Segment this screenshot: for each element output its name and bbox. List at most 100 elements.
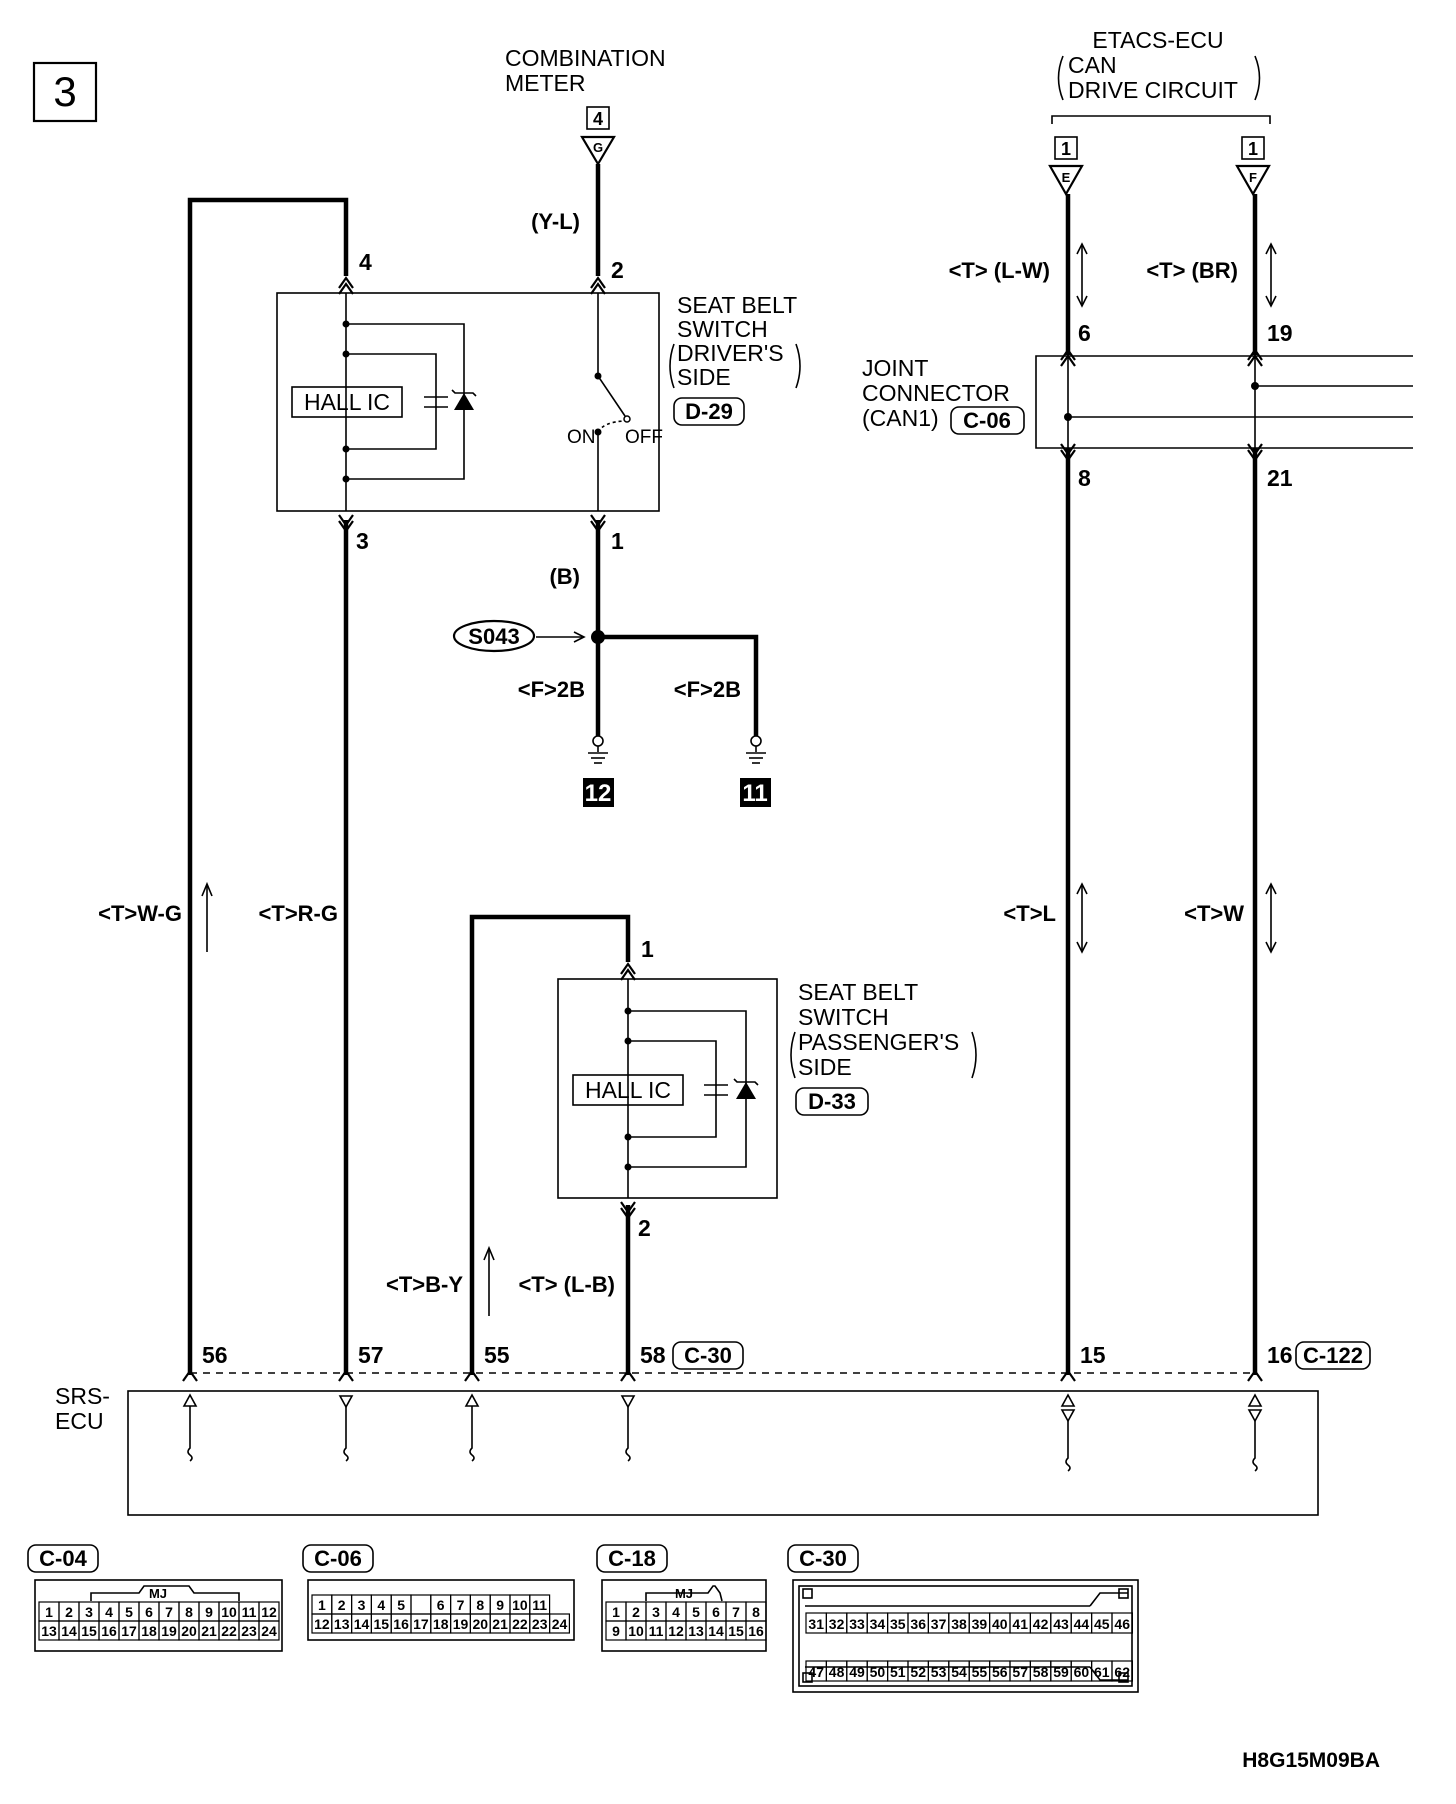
connector-pin-number: 6 bbox=[712, 1604, 720, 1620]
connector-pin-number: 38 bbox=[951, 1616, 967, 1632]
connector-pin-number: 5 bbox=[125, 1604, 133, 1620]
connector-pin-number: 7 bbox=[457, 1597, 465, 1613]
etacs-title-3: DRIVE CIRCUIT bbox=[1068, 77, 1238, 103]
connector-terminal-icon bbox=[580, 135, 616, 167]
connector-pin-number: 47 bbox=[808, 1664, 824, 1680]
etacs-title-2: CAN bbox=[1068, 52, 1117, 78]
connector-terminal-e-icon bbox=[1048, 164, 1084, 197]
wire-l-w: <T> (L-W) bbox=[949, 258, 1050, 283]
paren-right-icon bbox=[971, 1031, 977, 1079]
combination-meter: COMBINATION METER 4 G (Y-L) bbox=[505, 45, 666, 234]
ground-circuit: (B) S043 <F>2B <F>2B 12 11 bbox=[452, 564, 771, 807]
connector-pin-number: 1 bbox=[45, 1604, 53, 1620]
connector-pin-number: 17 bbox=[121, 1623, 137, 1639]
capacitor-icon bbox=[424, 396, 448, 408]
srs-connector-c30: C-30 bbox=[684, 1343, 732, 1368]
joint-connector-name-3: (CAN1) bbox=[862, 405, 939, 431]
connector-c30-label: C-30 bbox=[799, 1546, 847, 1571]
connector-pin-number: 5 bbox=[397, 1597, 405, 1613]
connector-pin-number: 1 bbox=[612, 1604, 620, 1620]
splice-label-oval bbox=[452, 619, 536, 653]
connector-pin-number: 44 bbox=[1074, 1616, 1090, 1632]
connector-pin-number: 4 bbox=[377, 1597, 385, 1613]
connector-pin-number: 32 bbox=[829, 1616, 845, 1632]
switch-off-label: OFF bbox=[625, 427, 663, 448]
connector-pin-number: 9 bbox=[496, 1597, 504, 1613]
input-terminal-icon bbox=[464, 1393, 480, 1462]
connector-chevron-icon bbox=[338, 1369, 354, 1382]
connector-chevron-icon bbox=[1247, 1369, 1263, 1382]
connector-pin-number: 50 bbox=[870, 1664, 886, 1680]
wire-w: <T>W bbox=[1184, 901, 1244, 926]
connector-pin-number: 35 bbox=[890, 1616, 906, 1632]
driver-pin-4: 4 bbox=[359, 249, 372, 275]
connector-chevron-icon bbox=[1060, 348, 1076, 367]
connector-pin-number: 4 bbox=[672, 1604, 680, 1620]
bidirectional-terminal-icon bbox=[1060, 1393, 1076, 1472]
connector-pin-number: 2 bbox=[65, 1604, 73, 1620]
connector-pin-number: 2 bbox=[632, 1604, 640, 1620]
connector-pin-number: 15 bbox=[728, 1623, 744, 1639]
connector-c18-latch: MJ bbox=[675, 1586, 693, 1601]
passenger-pin-1: 1 bbox=[641, 936, 654, 962]
passenger-switch-name-4: SIDE bbox=[798, 1054, 852, 1080]
srs-pin-55: 55 bbox=[484, 1342, 510, 1368]
connector-pin-number: 24 bbox=[552, 1616, 568, 1632]
combination-meter-title-1: COMBINATION bbox=[505, 45, 666, 71]
connector-pin-cell bbox=[745, 1620, 767, 1641]
connector-pin-number: 52 bbox=[910, 1664, 926, 1680]
joint-connector-name-2: CONNECTOR bbox=[862, 380, 1010, 406]
section-number-box: 3 bbox=[32, 61, 98, 123]
joint-connector-c06: C-06 bbox=[963, 408, 1011, 433]
connector-chevron-icon bbox=[1060, 1369, 1076, 1382]
connector-pin-number: 7 bbox=[732, 1604, 740, 1620]
connector-pin-number: 45 bbox=[1094, 1616, 1110, 1632]
connector-c04-label: C-04 bbox=[39, 1546, 87, 1571]
joint-connector-name-1: JOINT bbox=[862, 355, 928, 381]
connector-pin-number: 53 bbox=[931, 1664, 947, 1680]
srs-connector-c122: C-122 bbox=[1303, 1343, 1363, 1368]
connector-pin-number: 11 bbox=[649, 1623, 664, 1639]
joint-pin-6: 6 bbox=[1078, 320, 1091, 346]
connector-pin-number: 9 bbox=[205, 1604, 213, 1620]
connector-pin-number: 54 bbox=[951, 1664, 967, 1680]
wire-r-g: <T>R-G bbox=[259, 901, 338, 926]
connector-pin-number: 16 bbox=[101, 1623, 117, 1639]
connector-pin-number: 19 bbox=[161, 1623, 177, 1639]
combination-meter-title-2: METER bbox=[505, 70, 586, 96]
joint-connector-can1: 6 19 8 21 JOINT CONNECTOR (CAN1) C-06 bbox=[862, 320, 1413, 491]
connector-pin-number: 11 bbox=[532, 1597, 547, 1613]
srs-ecu: SRS- ECU 56 57 55 58 C-30 15 16 C-122 bbox=[55, 1341, 1371, 1516]
capacitor-icon bbox=[704, 1084, 728, 1096]
connector-pin-number: 20 bbox=[181, 1623, 197, 1639]
output-terminal-icon bbox=[338, 1395, 354, 1462]
connector-chevron-icon bbox=[1247, 348, 1263, 367]
connector-pin-number: 13 bbox=[41, 1623, 57, 1639]
connector-c04-latch: MJ bbox=[149, 1586, 167, 1601]
etacs-terminal-e: E bbox=[1062, 170, 1071, 185]
bracket-icon bbox=[1051, 115, 1271, 124]
connector-pin-number: 6 bbox=[437, 1597, 445, 1613]
connector-pin-number: 10 bbox=[221, 1604, 237, 1620]
connector-pin-cell bbox=[410, 1594, 432, 1615]
connector-pin-number: 20 bbox=[473, 1616, 489, 1632]
connector-chevron-icon bbox=[590, 276, 606, 295]
wire-right-2b: <F>2B bbox=[674, 677, 741, 702]
connector-pin-number: 3 bbox=[652, 1604, 660, 1620]
wire-br: <T> (BR) bbox=[1146, 258, 1238, 283]
bidirectional-terminal-icon bbox=[1247, 1393, 1263, 1472]
bidirectional-arrow-icon bbox=[1265, 882, 1277, 954]
output-terminal-icon bbox=[620, 1395, 636, 1462]
connector-pin-cell bbox=[1111, 1660, 1133, 1682]
wires bbox=[187, 164, 1258, 1375]
connector-pin-number: 36 bbox=[910, 1616, 926, 1632]
splice-s043: S043 bbox=[468, 624, 519, 649]
ground-icon bbox=[746, 735, 766, 764]
connector-pin-number: 3 bbox=[358, 1597, 366, 1613]
connector-pin-number: 19 bbox=[453, 1616, 469, 1632]
driver-switch-name-4: SIDE bbox=[677, 364, 731, 390]
